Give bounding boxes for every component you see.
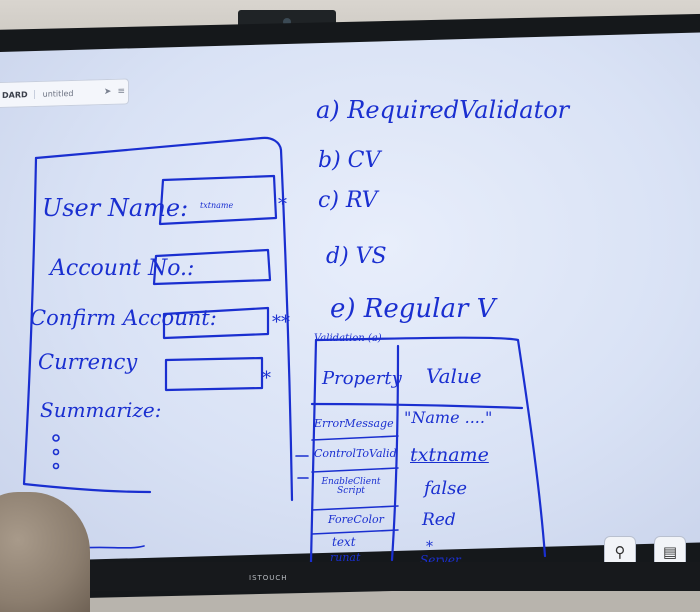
whiteboard-ink — [22, 136, 547, 564]
row-line-3 — [311, 505, 399, 511]
form-outline-right — [34, 136, 294, 502]
row-value-text: * — [426, 539, 433, 555]
summary-label: Summarize: — [40, 398, 162, 422]
bullet-2 — [52, 448, 60, 456]
row-value-enableclientscript: false — [424, 478, 468, 499]
account-input-box — [152, 248, 272, 286]
row-property-forecolor: ForeColor — [328, 513, 384, 526]
currency-required-marker: * — [262, 368, 271, 389]
row-value-controltovalidate: txtname — [410, 444, 489, 466]
row-line-2 — [311, 467, 399, 473]
confirm-input-box — [162, 306, 270, 340]
table-header-divider — [310, 402, 524, 410]
username-required-marker: * — [278, 194, 287, 215]
table-outline-left — [309, 338, 318, 564]
row-property-errormessage: ErrorMessage — [314, 417, 394, 430]
table-header-value: Value — [426, 364, 482, 388]
note-cv: b) CV — [318, 148, 381, 173]
username-box-text: txtname — [200, 201, 234, 210]
currency-label: Currency — [38, 350, 138, 374]
row-property-enableclientscript: EnableClient Script — [321, 477, 381, 496]
currency-input-box — [164, 356, 264, 392]
note-required-validator: a) RequiredValidator — [316, 96, 570, 124]
row-line-4 — [311, 529, 399, 535]
note-regular-validator: e) Regular V — [330, 294, 496, 324]
table-outline-right — [314, 336, 547, 558]
note-vs: d) VS — [326, 244, 387, 269]
note-rv: c) RV — [318, 188, 378, 213]
row-value-forecolor: Red — [422, 510, 456, 530]
account-label: Account No.: — [50, 256, 195, 281]
username-input-box — [158, 174, 278, 226]
device-logo: ISTOUCH — [249, 574, 288, 582]
table-caption: Validation (a) — [314, 333, 382, 344]
bottom-bezel — [0, 562, 700, 591]
bullet-3 — [52, 462, 60, 470]
camera-lens — [283, 18, 291, 26]
row-property-controltovalidate: ControlToValid — [314, 447, 397, 460]
row-property-runat: runat — [330, 551, 361, 564]
table-column-divider — [390, 344, 400, 562]
row-value-errormessage: "Name ...." — [404, 408, 493, 427]
bullet-1 — [52, 434, 60, 442]
row-line-1 — [311, 435, 399, 441]
form-outline-left — [22, 156, 152, 494]
row-property-text: text — [332, 535, 356, 549]
confirm-required-marker: ** — [272, 312, 290, 333]
table-header-property: Property — [322, 368, 402, 389]
confirm-label: Confirm Account: — [30, 306, 217, 330]
username-label: User Name: — [42, 194, 189, 222]
